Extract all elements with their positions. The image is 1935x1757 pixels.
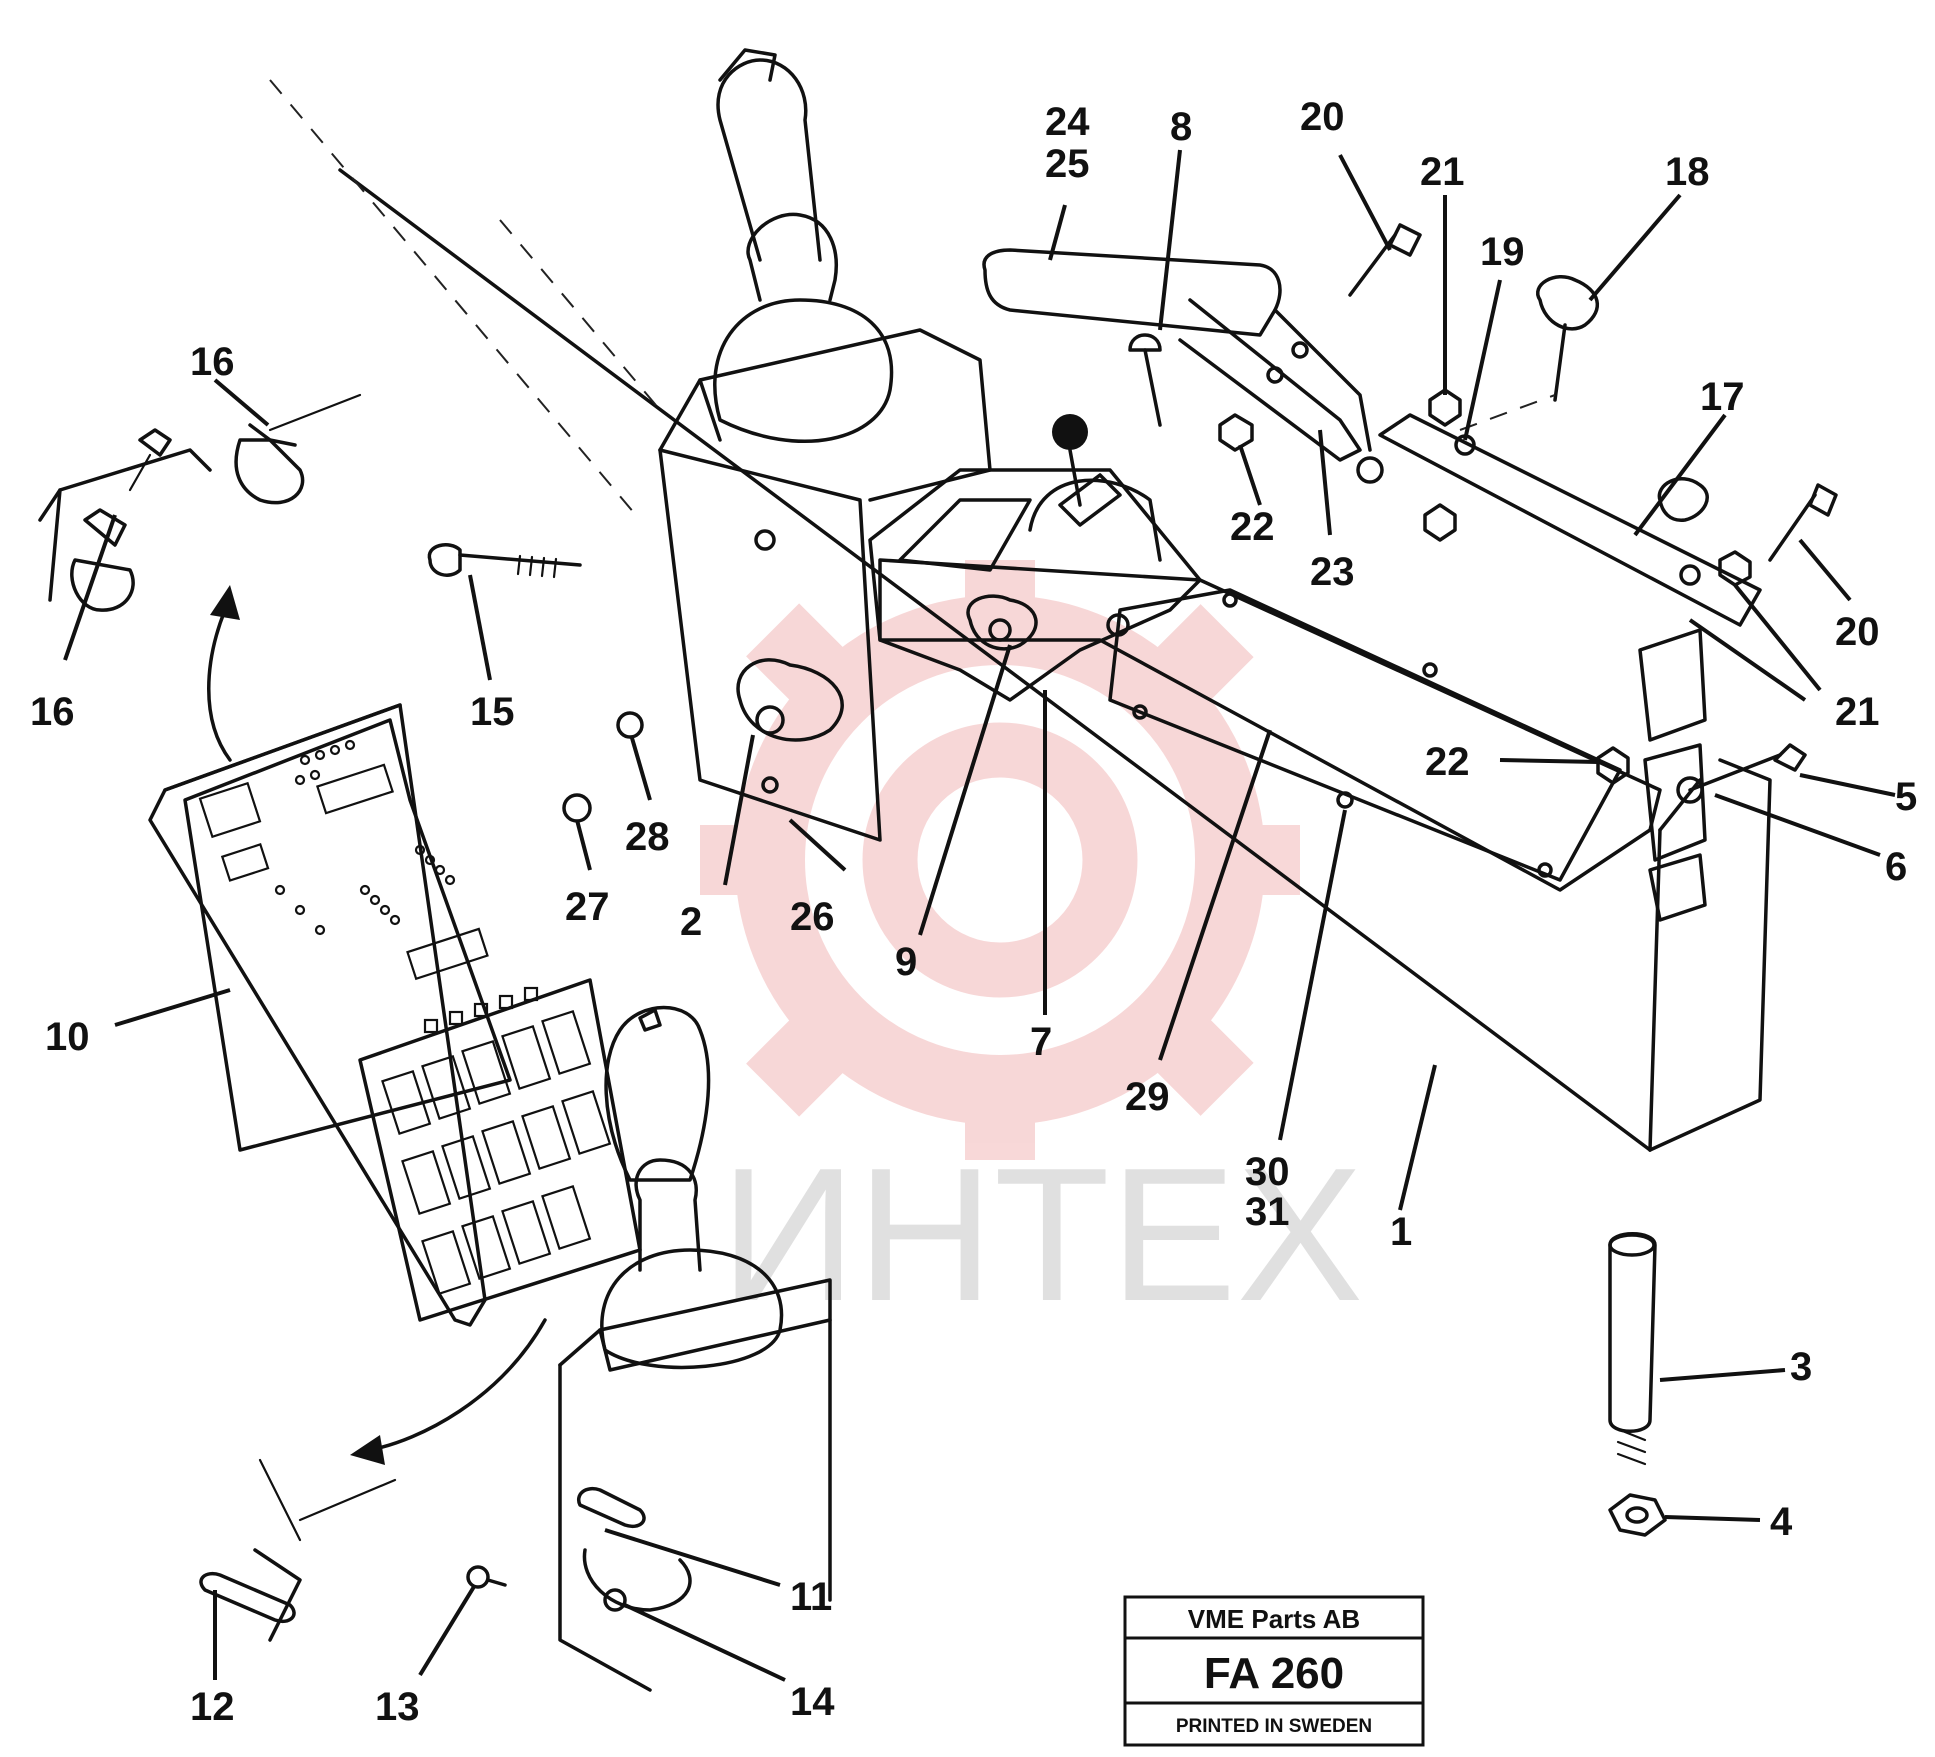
leader-9 (918, 644, 1012, 936)
leader-3 (1659, 1368, 1786, 1382)
callout-19: 19 (1480, 230, 1525, 274)
title-block: VME Parts AB FA 260 PRINTED IN SWEDEN (1123, 1595, 1425, 1747)
callout-28: 28 (625, 815, 670, 859)
leader-11 (604, 1528, 781, 1587)
callout-labels: 1 2 3 4 5 6 7 8 9 10 11 12 13 14 15 16 1… (30, 95, 1917, 1729)
leader-23 (1318, 429, 1332, 536)
callout-13: 13 (375, 1685, 420, 1729)
leader-20-right (1798, 538, 1852, 602)
callout-3: 3 (1790, 1345, 1812, 1389)
callout-4: 4 (1770, 1500, 1793, 1544)
callout-17: 17 (1700, 375, 1745, 419)
callout-9: 9 (895, 940, 917, 984)
callout-16-left: 16 (30, 690, 75, 734)
leader-21-right-a (1733, 583, 1822, 692)
callout-25: 25 (1045, 142, 1090, 186)
callout-27: 27 (565, 885, 610, 929)
leader-2 (723, 734, 755, 886)
leader-15 (468, 574, 492, 681)
callout-2: 2 (680, 900, 702, 944)
leader-13 (418, 1583, 477, 1677)
standoff-nut (1608, 1232, 1667, 1537)
center-selector (868, 414, 1202, 702)
leader-1 (1398, 1064, 1437, 1211)
leader-20-top (1338, 154, 1392, 251)
leader-6 (1714, 793, 1881, 857)
callout-29: 29 (1125, 1075, 1170, 1119)
title-block-company: VME Parts AB (1188, 1604, 1360, 1634)
callout-12: 12 (190, 1685, 235, 1729)
bolt-and-washers (427, 543, 644, 823)
watermark-text: ИНТЕХ (720, 1129, 1363, 1341)
title-block-code: FA 260 (1204, 1649, 1344, 1698)
indicator-lights (274, 739, 456, 936)
callout-20-top: 20 (1300, 95, 1345, 139)
leader-21-right-b (1688, 618, 1807, 702)
watermark-gear-logo (700, 560, 1300, 1160)
callout-18: 18 (1665, 150, 1710, 194)
callout-23: 23 (1310, 550, 1355, 594)
leader-14 (624, 1603, 786, 1682)
leader-30 (1278, 809, 1347, 1141)
main-console (269, 79, 1772, 1152)
leader-24 (1048, 204, 1067, 261)
callout-30: 30 (1245, 1150, 1290, 1194)
leader-22-top (1238, 444, 1262, 506)
callout-1: 1 (1390, 1210, 1412, 1254)
callout-31: 31 (1245, 1190, 1290, 1234)
armrest (982, 223, 1422, 462)
leader-lines (114, 149, 1896, 1682)
control-panel (148, 703, 642, 1327)
leader-22-mid (1499, 758, 1599, 764)
callout-6: 6 (1885, 845, 1907, 889)
leader-27 (575, 819, 592, 871)
watermark: ИНТЕХ (700, 560, 1363, 1341)
lower-joystick-tower (199, 1005, 832, 1692)
callout-7: 7 (1030, 1020, 1052, 1064)
switch-grid (358, 978, 642, 1322)
callout-26: 26 (790, 895, 835, 939)
callout-14: 14 (790, 1680, 835, 1724)
leader-28 (630, 737, 652, 801)
callout-8: 8 (1170, 105, 1192, 149)
title-block-footer: PRINTED IN SWEDEN (1176, 1716, 1372, 1737)
left-joystick-tower (658, 48, 992, 842)
leader-4 (1664, 1515, 1761, 1522)
callout-11: 11 (790, 1575, 832, 1619)
callout-22-mid: 22 (1425, 740, 1470, 784)
callout-21-right: 21 (1835, 690, 1880, 734)
callout-10: 10 (45, 1015, 90, 1059)
inset-detail-16 (38, 378, 362, 762)
leader-17 (1633, 413, 1727, 537)
callout-16-top: 16 (190, 340, 235, 384)
leader-19 (1463, 279, 1502, 441)
callout-20-right: 20 (1835, 610, 1880, 654)
leader-29 (1158, 729, 1272, 1061)
callout-22-top: 22 (1230, 505, 1275, 549)
leader-18 (1588, 193, 1682, 302)
leader-26 (788, 818, 847, 872)
callout-15: 15 (470, 690, 515, 734)
callout-24: 24 (1045, 100, 1090, 144)
leader-10 (114, 988, 231, 1027)
leader-5 (1799, 773, 1896, 797)
callout-5: 5 (1895, 775, 1917, 819)
callout-21-top: 21 (1420, 150, 1465, 194)
bracket (1356, 275, 1838, 922)
leader-8 (1158, 149, 1182, 331)
